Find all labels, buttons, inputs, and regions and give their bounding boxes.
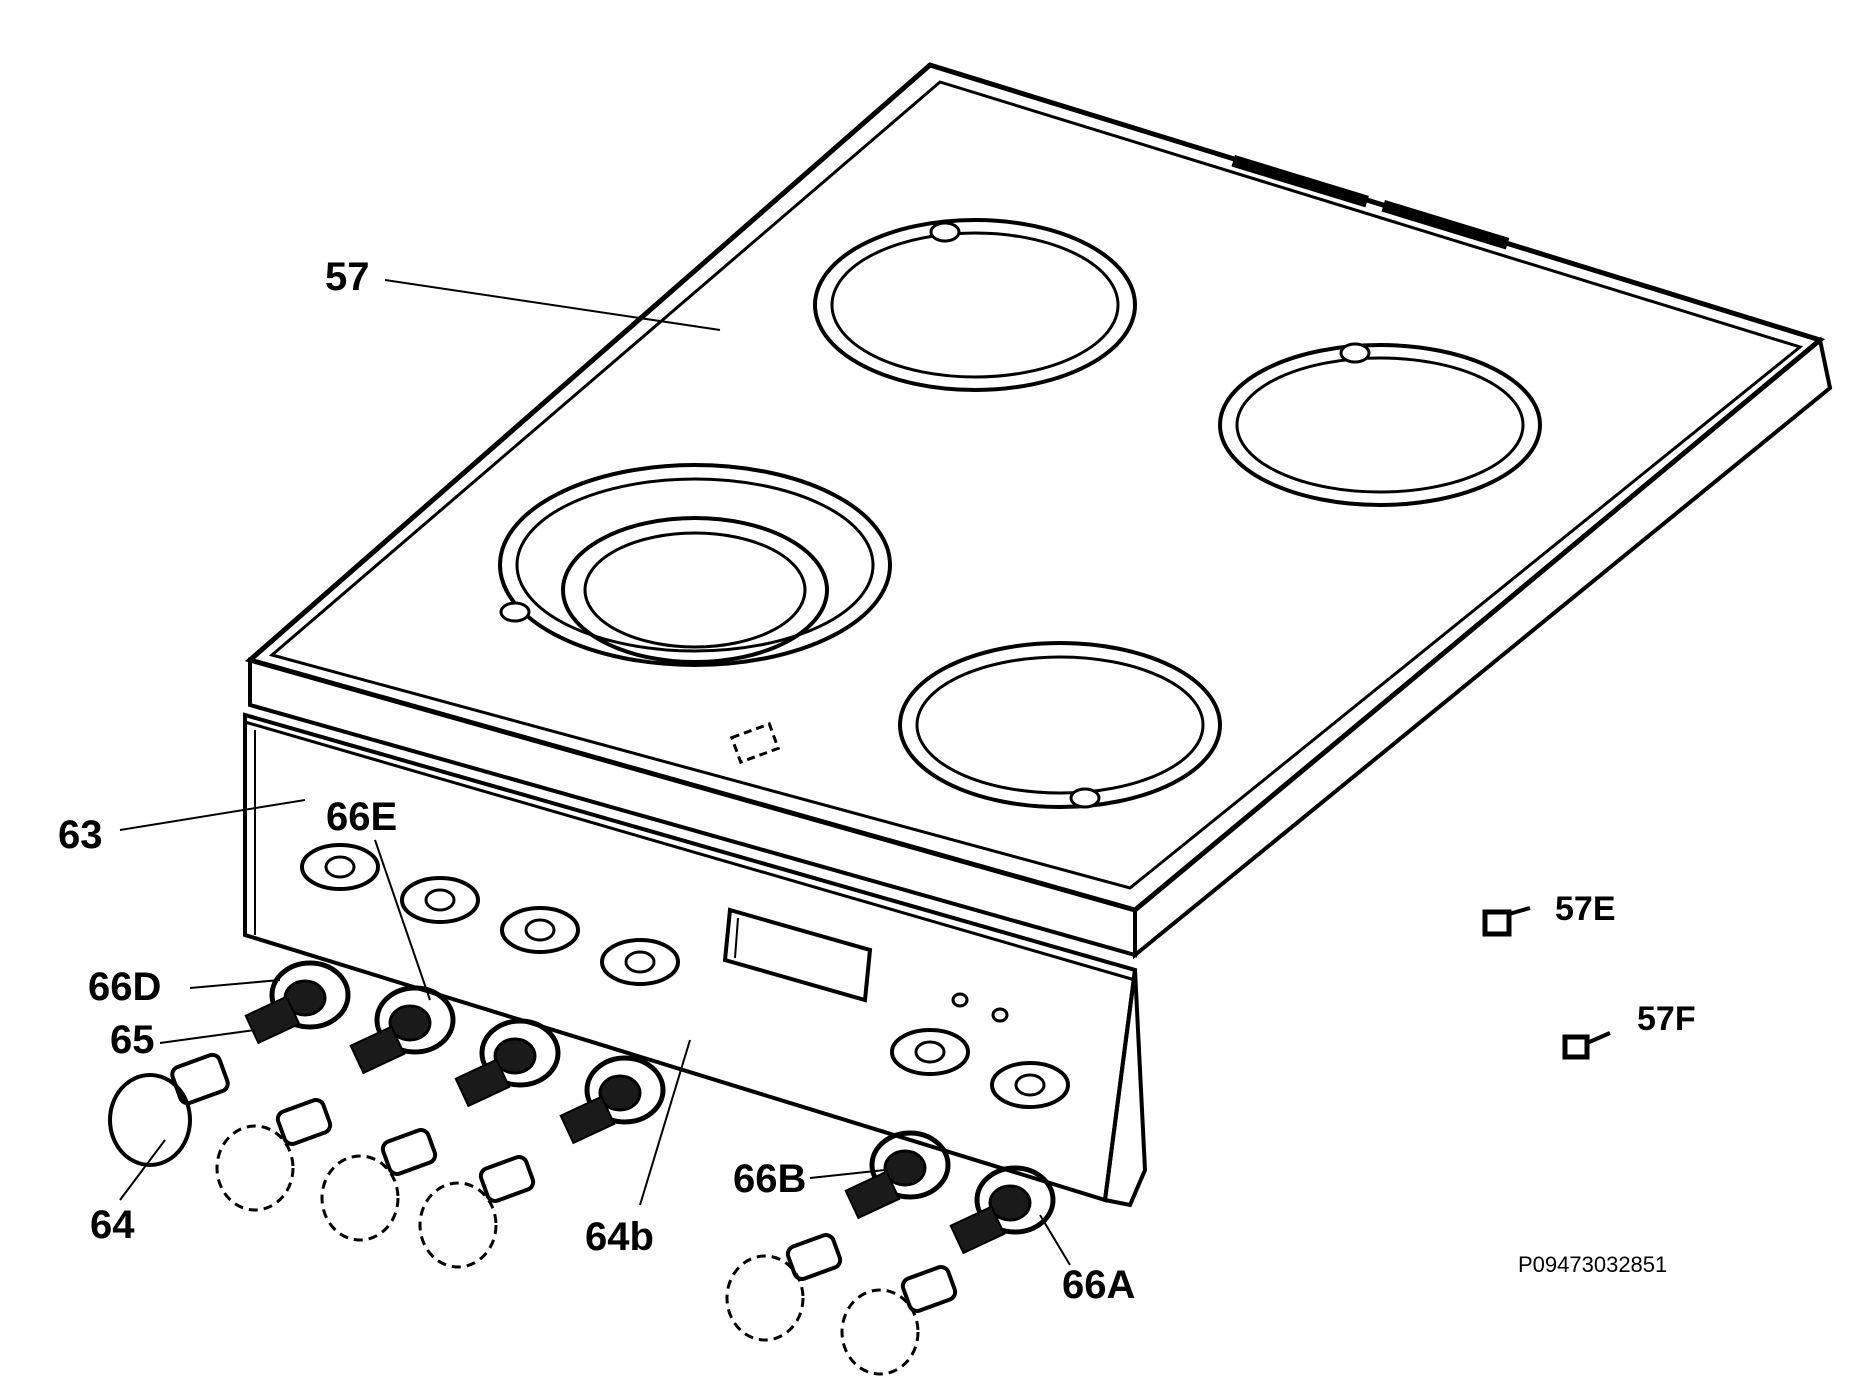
knob — [108, 1052, 230, 1167]
switch-66A — [949, 1165, 1056, 1255]
hob-centre-mark — [729, 722, 781, 764]
leader-57 — [384, 279, 721, 331]
switch-4 — [559, 1055, 666, 1145]
control-holes — [300, 843, 1070, 1109]
switch-66E — [349, 985, 456, 1075]
part-57F-clip — [1562, 1031, 1611, 1060]
knob — [840, 1265, 958, 1376]
label-57F: 57F — [1637, 1000, 1696, 1038]
leader-66B — [809, 1169, 886, 1179]
leader-66E — [374, 839, 431, 1001]
indicator-lamp — [951, 992, 969, 1008]
cooking-zone-front-left-dual — [498, 463, 892, 667]
indicator-strip — [1231, 154, 1510, 250]
control-hole — [990, 1061, 1070, 1109]
leader-63 — [119, 799, 306, 831]
leader-66A — [1039, 1214, 1071, 1266]
label-64: 64 — [90, 1203, 135, 1247]
label-65: 65 — [110, 1018, 155, 1062]
leader-65 — [159, 1029, 256, 1044]
cooking-zone-rear-right — [1218, 342, 1542, 507]
label-64b: 64b — [585, 1215, 654, 1259]
label-66D: 66D — [88, 965, 161, 1009]
control-knobs — [108, 1052, 958, 1376]
cooking-zone-rear-left — [813, 218, 1137, 392]
leader-lines — [119, 279, 1071, 1266]
hob-top-plate — [244, 62, 1833, 960]
indicator-lamp — [991, 1007, 1009, 1023]
knob — [320, 1128, 438, 1242]
control-panel — [243, 712, 1148, 1208]
label-57: 57 — [325, 255, 370, 299]
switch-66D — [244, 960, 351, 1045]
part-number: P09473032851 — [1518, 1252, 1667, 1277]
knob — [215, 1098, 333, 1212]
control-hole — [500, 906, 580, 954]
switch-assemblies — [244, 960, 1056, 1255]
switch-3 — [454, 1018, 561, 1108]
control-hole — [600, 938, 680, 986]
part-57E-clip — [1482, 906, 1531, 937]
label-66A: 66A — [1062, 1263, 1135, 1307]
control-hole — [890, 1028, 970, 1076]
label-66B: 66B — [733, 1157, 806, 1201]
label-57E: 57E — [1555, 890, 1616, 928]
knob — [725, 1233, 843, 1342]
leader-66D — [189, 979, 281, 989]
knob — [418, 1155, 536, 1269]
leader-64b — [639, 1039, 691, 1206]
label-63: 63 — [58, 813, 103, 857]
control-hole — [400, 876, 480, 924]
leader-64 — [119, 1139, 166, 1201]
callout-labels: 57 63 66E 66D 65 64 64b 66B 66A 57E 57F … — [58, 255, 1696, 1307]
control-hole — [300, 843, 380, 891]
switch-66B — [844, 1130, 951, 1220]
label-66E: 66E — [326, 795, 397, 839]
cooking-zone-front-right — [898, 641, 1222, 809]
